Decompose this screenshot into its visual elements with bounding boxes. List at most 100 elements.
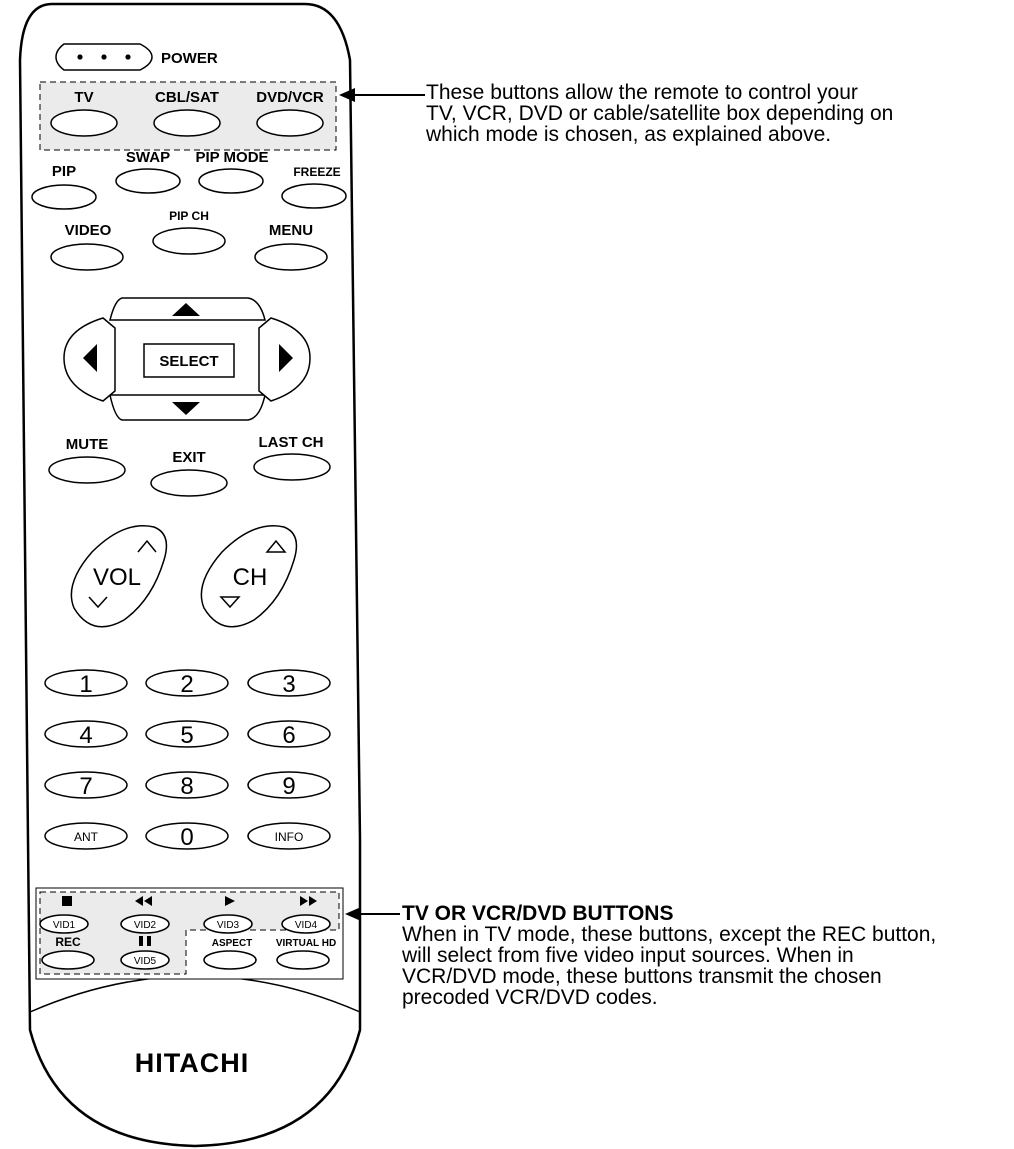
remote-body bbox=[18, 2, 362, 1148]
down-arrow-button[interactable] bbox=[109, 394, 266, 421]
ant-label: ANT bbox=[74, 830, 99, 844]
aspect-label: ASPECT bbox=[212, 938, 253, 949]
freeze-label: FREEZE bbox=[293, 165, 340, 179]
mute-label: MUTE bbox=[66, 436, 109, 453]
ch-down-icon bbox=[219, 596, 241, 609]
digit-0-label: 0 bbox=[180, 824, 193, 851]
digit-4-label: 4 bbox=[79, 722, 92, 749]
number-pad: 1 2 3 4 5 6 7 8 bbox=[44, 669, 331, 851]
aspect-button[interactable] bbox=[203, 950, 257, 970]
digit-9-label: 9 bbox=[282, 773, 295, 800]
vid2-button[interactable]: VID2 bbox=[120, 914, 170, 934]
digit-5-button[interactable]: 5 bbox=[145, 720, 229, 749]
last-ch-button[interactable] bbox=[253, 453, 331, 481]
exit-button[interactable] bbox=[150, 469, 228, 497]
digit-1-button[interactable]: 1 bbox=[44, 669, 128, 698]
vid5-label: VID5 bbox=[134, 956, 157, 967]
digit-7-button[interactable]: 7 bbox=[44, 771, 128, 800]
pip-label: PIP bbox=[52, 163, 76, 180]
up-arrow-icon bbox=[172, 303, 200, 316]
left-arrow-button[interactable] bbox=[63, 317, 116, 402]
swap-button[interactable] bbox=[115, 168, 181, 194]
ch-rocker[interactable]: CH bbox=[200, 525, 298, 628]
ch-label: CH bbox=[233, 564, 268, 591]
swap-label: SWAP bbox=[126, 149, 170, 166]
power-button[interactable] bbox=[55, 43, 153, 71]
transport-callout-line: When in TV mode, these buttons, except t… bbox=[402, 923, 937, 946]
mode-callout-line: TV, VCR, DVD or cable/satellite box depe… bbox=[426, 102, 894, 125]
pip-button[interactable] bbox=[31, 184, 97, 210]
digit-3-button[interactable]: 3 bbox=[247, 669, 331, 698]
digit-6-label: 6 bbox=[282, 722, 295, 749]
menu-button[interactable] bbox=[254, 243, 328, 271]
down-arrow-icon bbox=[172, 402, 200, 415]
pip-mode-button[interactable] bbox=[198, 168, 264, 194]
fast-forward-icon bbox=[300, 896, 317, 906]
transport-callout-line: will select from five video input source… bbox=[402, 944, 854, 967]
rec-label: REC bbox=[55, 935, 81, 949]
stop-icon bbox=[62, 896, 72, 906]
last-ch-label: LAST CH bbox=[259, 434, 324, 451]
exit-label: EXIT bbox=[172, 449, 205, 466]
dvd-vcr-button[interactable] bbox=[256, 109, 324, 137]
transport-callout-line: precoded VCR/DVD codes. bbox=[402, 986, 658, 1009]
tv-button[interactable] bbox=[50, 109, 118, 137]
brand-logo: HITACHI bbox=[135, 1048, 250, 1078]
digit-0-button[interactable]: 0 bbox=[145, 822, 229, 851]
mode-callout-line: which mode is chosen, as explained above… bbox=[426, 123, 832, 146]
ant-button[interactable]: ANT bbox=[44, 822, 128, 850]
digit-7-label: 7 bbox=[79, 773, 92, 800]
vid4-button[interactable]: VID4 bbox=[281, 914, 331, 934]
mode-callout-line: These buttons allow the remote to contro… bbox=[426, 81, 858, 104]
dvd-vcr-label: DVD/VCR bbox=[256, 89, 324, 106]
right-arrow-button[interactable] bbox=[258, 317, 311, 402]
virtual-hd-label: VIRTUAL HD bbox=[276, 938, 336, 949]
vid4-label: VID4 bbox=[295, 920, 318, 931]
vid5-button[interactable]: VID5 bbox=[120, 950, 170, 970]
freeze-button[interactable] bbox=[281, 183, 347, 209]
digit-8-button[interactable]: 8 bbox=[145, 771, 229, 800]
info-label: INFO bbox=[275, 830, 304, 844]
pause-icon bbox=[139, 936, 151, 946]
video-label: VIDEO bbox=[65, 222, 112, 239]
rec-button[interactable] bbox=[41, 950, 95, 970]
transport-callout-text: TV OR VCR/DVD BUTTONS When in TV mode, t… bbox=[402, 903, 936, 1008]
mode-callout-text: These buttons allow the remote to contro… bbox=[426, 82, 893, 145]
left-arrow-icon bbox=[83, 344, 97, 372]
tv-label: TV bbox=[74, 89, 93, 106]
select-label: SELECT bbox=[159, 353, 218, 370]
digit-6-button[interactable]: 6 bbox=[247, 720, 331, 749]
menu-label: MENU bbox=[269, 222, 313, 239]
mode-callout-arrow bbox=[339, 88, 425, 102]
vol-down-icon bbox=[88, 596, 108, 609]
digit-3-label: 3 bbox=[282, 671, 295, 698]
digit-4-button[interactable]: 4 bbox=[44, 720, 128, 749]
digit-5-label: 5 bbox=[180, 722, 193, 749]
vid3-label: VID3 bbox=[217, 920, 240, 931]
info-button[interactable]: INFO bbox=[247, 822, 331, 850]
vid3-button[interactable]: VID3 bbox=[203, 914, 253, 934]
digit-2-label: 2 bbox=[180, 671, 193, 698]
vol-label: VOL bbox=[93, 564, 141, 591]
cbl-sat-button[interactable] bbox=[153, 109, 221, 137]
pip-mode-label: PIP MODE bbox=[195, 149, 268, 166]
vid1-label: VID1 bbox=[53, 920, 76, 931]
ch-up-icon bbox=[265, 539, 287, 553]
mute-button[interactable] bbox=[48, 456, 126, 484]
vol-rocker[interactable]: VOL bbox=[70, 525, 168, 628]
select-button[interactable]: SELECT bbox=[143, 343, 235, 378]
vid1-button[interactable]: VID1 bbox=[39, 914, 89, 934]
virtual-hd-button[interactable] bbox=[276, 950, 330, 970]
pip-ch-label: PIP CH bbox=[169, 209, 209, 223]
play-icon bbox=[225, 896, 235, 906]
transport-callout-line: VCR/DVD mode, these buttons transmit the… bbox=[402, 965, 882, 988]
power-label: POWER bbox=[161, 50, 218, 67]
pip-ch-button[interactable] bbox=[152, 227, 226, 255]
digit-2-button[interactable]: 2 bbox=[145, 669, 229, 698]
up-arrow-button[interactable] bbox=[109, 297, 266, 321]
transport-callout-arrow bbox=[345, 907, 400, 921]
dpad: SELECT bbox=[63, 297, 311, 421]
video-button[interactable] bbox=[50, 243, 124, 271]
digit-9-button[interactable]: 9 bbox=[247, 771, 331, 800]
